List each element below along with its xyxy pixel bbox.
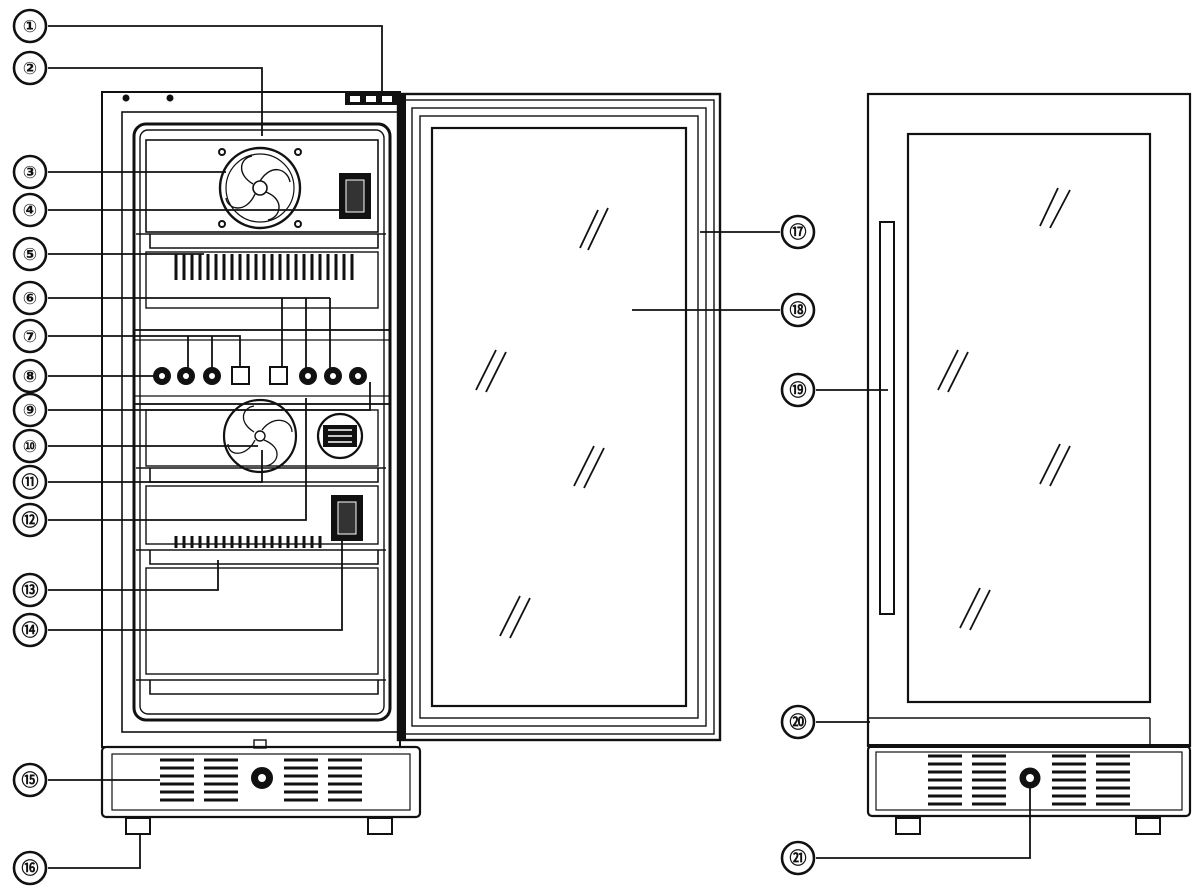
callout-5: ⑤	[12, 236, 48, 272]
callout-20-label: ⑳	[790, 712, 807, 733]
round-sensor	[316, 412, 364, 460]
open-unit	[100, 91, 422, 835]
callout-5-label: ⑤	[23, 245, 37, 265]
control-buttons	[153, 366, 367, 385]
closed-unit	[866, 92, 1192, 835]
leader-21	[816, 788, 1031, 859]
closed-cabinet	[866, 92, 1192, 748]
door-handle	[879, 221, 895, 615]
callout-4-label: ④	[23, 201, 37, 221]
callout-21-label: ㉑	[790, 848, 807, 869]
foot-left-b	[367, 817, 393, 835]
vent-grille-left	[160, 758, 362, 802]
callout-1: ①	[12, 8, 48, 44]
callout-13: ⑬	[12, 572, 48, 608]
callout-11-label: ⑪	[22, 472, 39, 493]
callout-18: ⑱	[780, 292, 816, 328]
callout-11: ⑪	[12, 464, 48, 500]
callout-10: ⑩	[12, 428, 48, 464]
callout-17: ⑰	[780, 214, 816, 250]
callout-20: ⑳	[780, 704, 816, 740]
foot-right-b	[1135, 817, 1161, 835]
callout-9-label: ⑨	[23, 401, 37, 421]
callout-7-label: ⑦	[23, 327, 37, 347]
callout-19-label: ⑲	[790, 380, 807, 401]
callout-6-label: ⑥	[23, 289, 37, 309]
callout-1-label: ①	[23, 17, 37, 37]
leader-7	[48, 335, 241, 368]
foot-left-a	[125, 817, 151, 835]
callout-15: ⑮	[12, 762, 48, 798]
rack-grille-2	[174, 536, 322, 548]
callout-16-label: ⑯	[22, 858, 39, 879]
callout-12: ⑫	[12, 502, 48, 538]
callout-14: ⑭	[12, 612, 48, 648]
vent-grille-right	[928, 754, 1130, 806]
callout-2: ②	[12, 50, 48, 86]
callout-3-label: ③	[23, 163, 37, 183]
leader-16	[48, 834, 141, 869]
base-kickplate	[100, 745, 422, 819]
callout-17-label: ⑰	[790, 222, 807, 243]
callout-8-label: ⑧	[23, 367, 37, 387]
glass-reflection	[475, 207, 609, 639]
callout-7: ⑦	[12, 318, 48, 354]
callouts: ① ② ③ ④ ⑤ ⑥ ⑦ ⑧ ⑨ ⑩ ⑪ ⑫ ⑬ ⑭ ⑮ ⑯ ⑰ ⑱ ⑲ ⑳ …	[12, 8, 816, 886]
callout-3: ③	[12, 154, 48, 190]
leader-13	[48, 560, 219, 591]
leader-lines	[48, 25, 1031, 869]
closed-door-glass	[906, 132, 1152, 704]
callout-4: ④	[12, 192, 48, 228]
rack-grille-1	[174, 254, 354, 280]
door-glass	[430, 126, 688, 708]
foot-right-a	[895, 817, 921, 835]
callout-16: ⑯	[12, 850, 48, 886]
leader-9	[48, 382, 371, 411]
open-door	[396, 92, 722, 742]
callout-9: ⑨	[12, 392, 48, 428]
closed-glass-reflection	[937, 187, 1071, 631]
callout-2-label: ②	[23, 59, 37, 79]
callout-8: ⑧	[12, 358, 48, 394]
leader-2	[48, 67, 263, 136]
leader-11	[48, 450, 263, 483]
leader-1	[48, 25, 383, 94]
control-panel	[133, 329, 391, 405]
callout-6: ⑥	[12, 280, 48, 316]
top-fan	[218, 146, 302, 230]
callout-19: ⑲	[780, 372, 816, 408]
callout-18-label: ⑱	[790, 300, 807, 321]
callout-21: ㉑	[780, 840, 816, 876]
callout-14-label: ⑭	[22, 620, 39, 641]
leader-12	[48, 398, 307, 521]
callout-13-label: ⑬	[22, 580, 39, 601]
callout-15-label: ⑮	[22, 770, 39, 791]
leader-6	[48, 297, 331, 368]
leader-14	[48, 540, 343, 631]
callout-10-label: ⑩	[23, 437, 37, 457]
callout-12-label: ⑫	[22, 510, 39, 531]
